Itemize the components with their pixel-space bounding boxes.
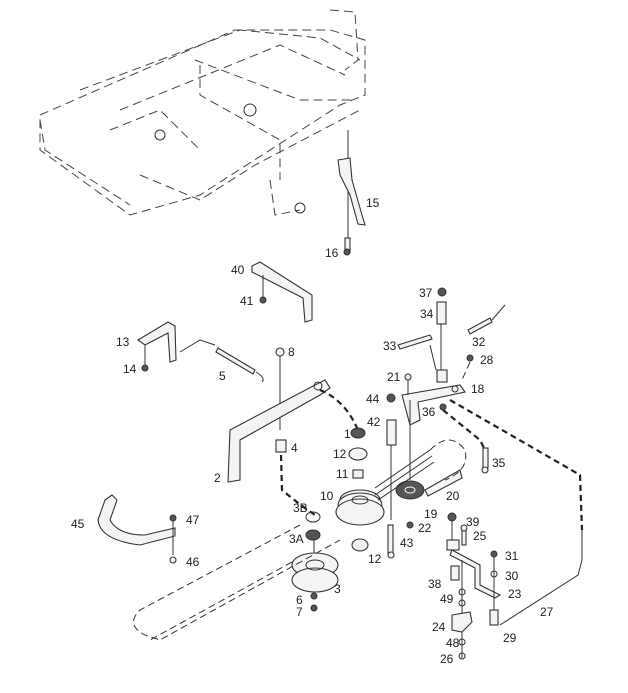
drive-belt-phantom xyxy=(133,524,341,641)
callout-14[interactable]: 14 xyxy=(123,362,137,376)
callout-20[interactable]: 20 xyxy=(446,489,460,503)
callout-34[interactable]: 34 xyxy=(420,307,434,321)
part-40-bracket xyxy=(251,261,313,323)
center-pulley-stack xyxy=(335,427,385,526)
callout-35[interactable]: 35 xyxy=(492,456,506,470)
callout-4[interactable]: 4 xyxy=(291,441,298,455)
callout-16[interactable]: 16 xyxy=(325,246,339,260)
callout-31[interactable]: 31 xyxy=(505,549,519,563)
callout-33[interactable]: 33 xyxy=(383,339,397,353)
callout-42[interactable]: 42 xyxy=(367,415,381,429)
callout-5[interactable]: 5 xyxy=(219,369,226,383)
callout-15[interactable]: 15 xyxy=(366,196,380,210)
part-2-idler-arm xyxy=(227,379,360,516)
callout-19[interactable]: 19 xyxy=(424,507,438,521)
callout-1[interactable]: 1 xyxy=(344,427,351,441)
callout-46[interactable]: 46 xyxy=(186,555,200,569)
callout-3A[interactable]: 3A xyxy=(289,532,304,546)
part-34-spacer xyxy=(397,287,506,383)
part-43-bolt xyxy=(387,524,395,559)
part-3-idler-pulley xyxy=(291,511,339,612)
callout-28[interactable]: 28 xyxy=(480,353,494,367)
callout-11[interactable]: 11 xyxy=(336,467,349,481)
mower-frame-phantom xyxy=(39,9,366,216)
callout-2[interactable]: 2 xyxy=(214,471,221,485)
callout-49[interactable]: 49 xyxy=(440,592,454,606)
callout-18[interactable]: 18 xyxy=(471,382,485,396)
callout-12-lower[interactable]: 12 xyxy=(368,552,382,566)
callout-3B[interactable]: 3B xyxy=(293,501,308,515)
part-13-bracket xyxy=(136,321,264,383)
part-4-bushing xyxy=(275,439,287,453)
part-15-bracket xyxy=(337,130,366,256)
callout-26[interactable]: 26 xyxy=(440,652,454,666)
callout-7[interactable]: 7 xyxy=(296,605,303,619)
callout-13[interactable]: 13 xyxy=(116,335,130,349)
part-19-pulley xyxy=(374,400,467,529)
callout-48[interactable]: 48 xyxy=(446,636,460,650)
callout-24[interactable]: 24 xyxy=(432,620,446,634)
callout-40[interactable]: 40 xyxy=(231,263,245,277)
callout-8[interactable]: 8 xyxy=(288,345,295,359)
callout-6[interactable]: 6 xyxy=(296,593,303,607)
callout-43[interactable]: 43 xyxy=(400,536,414,550)
callout-25[interactable]: 25 xyxy=(473,529,487,543)
part-42-spacer xyxy=(386,393,397,520)
callout-21[interactable]: 21 xyxy=(387,370,401,384)
callout-38[interactable]: 38 xyxy=(428,577,442,591)
cable-dashed-path xyxy=(439,399,584,626)
callout-47[interactable]: 47 xyxy=(186,513,200,527)
part-12-bearing xyxy=(351,538,369,552)
callout-23[interactable]: 23 xyxy=(508,587,522,601)
callout-12-upper[interactable]: 12 xyxy=(333,447,347,461)
callout-45[interactable]: 45 xyxy=(71,517,85,531)
callout-39[interactable]: 39 xyxy=(466,515,480,529)
callout-3[interactable]: 3 xyxy=(334,582,341,596)
callout-29[interactable]: 29 xyxy=(503,631,517,645)
callout-41[interactable]: 41 xyxy=(240,294,254,308)
callout-30[interactable]: 30 xyxy=(505,569,519,583)
part-45-shield xyxy=(97,494,177,564)
callout-32[interactable]: 32 xyxy=(472,335,486,349)
part-35-bolt xyxy=(481,447,489,474)
callout-44[interactable]: 44 xyxy=(366,392,380,406)
callout-37[interactable]: 37 xyxy=(419,286,433,300)
callout-36[interactable]: 36 xyxy=(422,405,436,419)
callout-10[interactable]: 10 xyxy=(320,489,334,503)
callout-22[interactable]: 22 xyxy=(418,521,432,535)
part-23-bracket xyxy=(446,512,502,660)
callout-27[interactable]: 27 xyxy=(540,605,554,619)
